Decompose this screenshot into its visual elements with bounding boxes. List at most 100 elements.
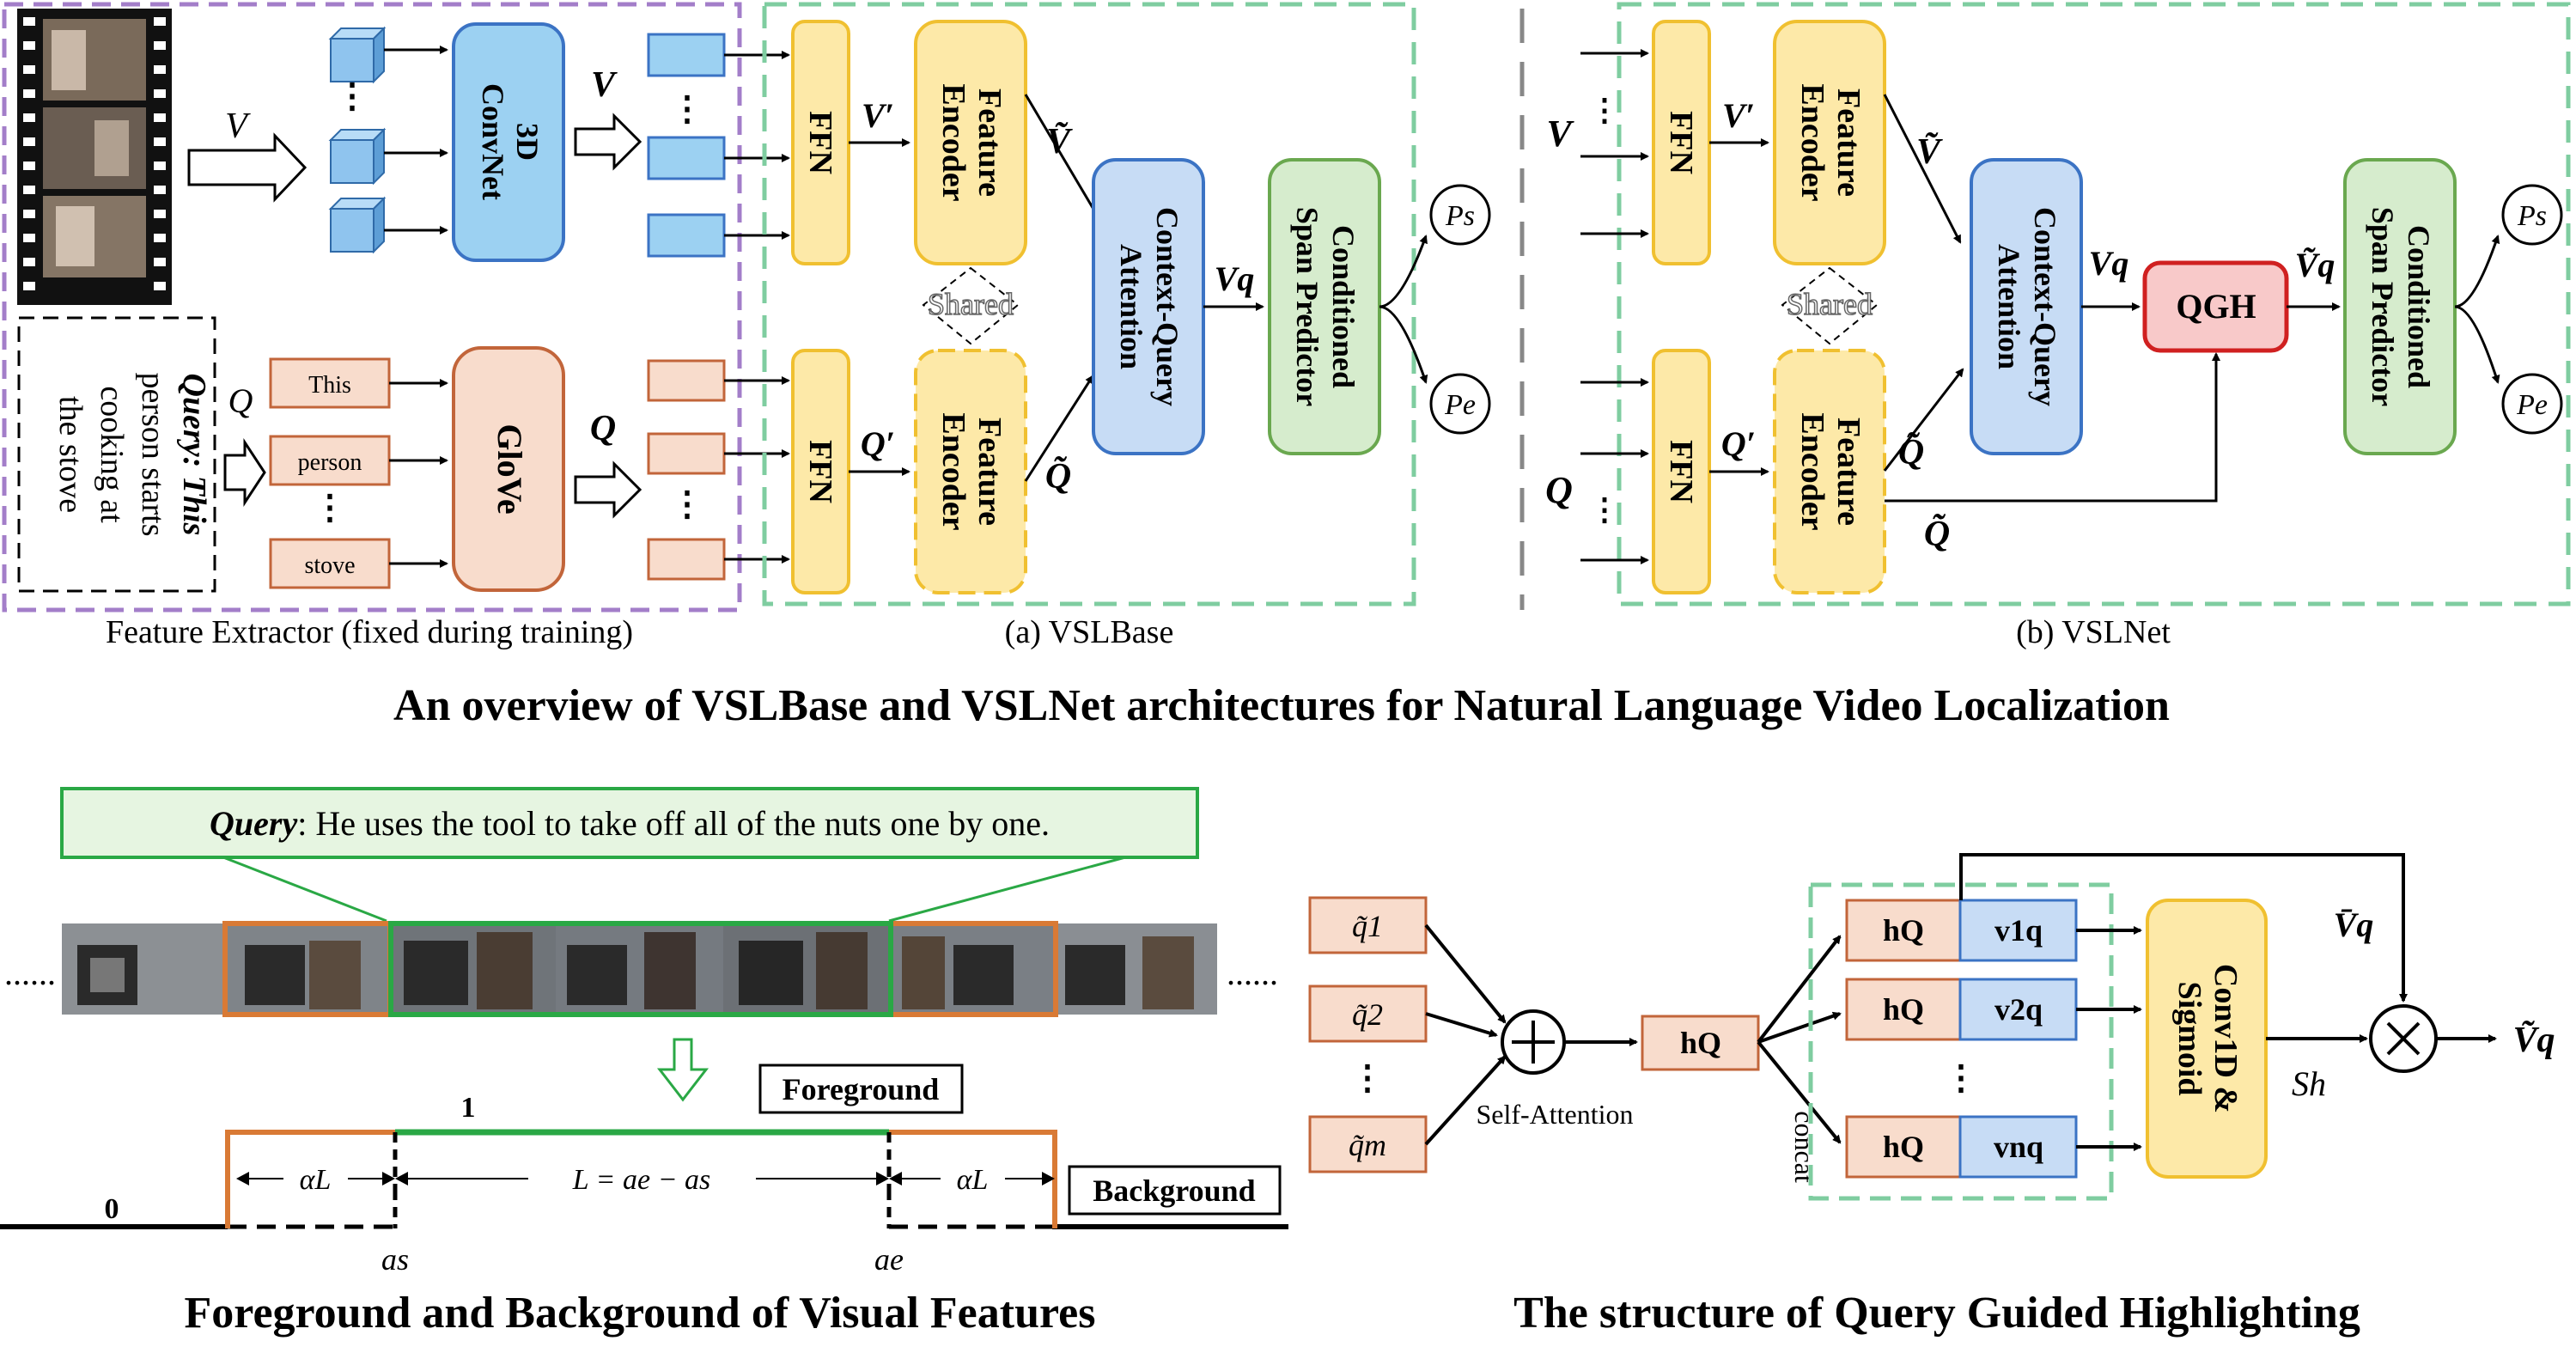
ffn-label: FFN: [1663, 111, 1699, 174]
concat-group: [1808, 882, 2114, 1201]
hollow-arrow-video: [187, 132, 308, 203]
predictor-label-2: Span Predictor: [1290, 207, 1325, 406]
vq-bar-label: V̄q: [2334, 905, 2374, 944]
rows-dots: ⋮: [1944, 1058, 1978, 1097]
vq-row-n: vnq: [1994, 1130, 2043, 1164]
background-label-box: [1068, 1165, 1282, 1216]
concat-label: concat: [1789, 1111, 1820, 1183]
vslnet-q-prime: Q′: [1721, 424, 1756, 463]
background-step-right: [889, 1130, 1057, 1228]
vslnet-ps-label: Ps: [2517, 200, 2547, 232]
q-prime-label: Q′: [861, 424, 895, 463]
plus-circle-icon: [1501, 1009, 1566, 1075]
vslbase-caption: (a) VSLBase: [1005, 614, 1174, 650]
conv-label-2: Sigmoid: [2171, 981, 2208, 1095]
vslnet-shared-label: Shared: [1787, 287, 1873, 321]
level-zero: 0: [105, 1193, 119, 1225]
hq-row-box: [1845, 899, 1962, 962]
output-vq-tilde: Ṽq: [2512, 1021, 2555, 1060]
encoder-label-1: Feature: [971, 418, 1008, 526]
ffn-label: FFN: [1663, 440, 1699, 503]
query-banner-text: Query: He uses the tool to take off all …: [210, 804, 1050, 843]
v-token-box: [647, 33, 726, 77]
hq-row-label: hQ: [1883, 913, 1924, 948]
encoder-label-2: Encoder: [935, 83, 971, 201]
vslnet-vq: Vq: [2089, 244, 2129, 283]
frames-ellipsis-right: ......: [1227, 954, 1278, 992]
extractor-q-out: Q: [590, 409, 616, 448]
q-tilde-box: [1308, 1115, 1428, 1173]
frames-ellipsis-left: ......: [4, 954, 56, 992]
vslnet-v-prime: V′: [1722, 96, 1755, 135]
vslnet-pe-node: [2501, 373, 2563, 435]
word-stove: stove: [304, 552, 355, 579]
q-tilde-dots: ⋮: [1350, 1058, 1385, 1097]
attention-label-1: Context-Query: [2028, 207, 2062, 406]
v-token-dots: ⋮: [670, 89, 704, 128]
predictor-label-1: Conditioned: [1326, 225, 1361, 388]
q-token-box: [647, 359, 726, 402]
foreground-frames: [388, 921, 893, 1017]
extractor-caption: Feature Extractor (fixed during training…: [106, 614, 633, 650]
vq-row-box: [1958, 1115, 2078, 1179]
word-person: person: [298, 449, 362, 476]
q-tilde-2: q̃2: [1352, 997, 1383, 1032]
ps-label: Ps: [1445, 200, 1475, 232]
vslnet-region: [1617, 2, 2571, 606]
vslnet-v-dots: ⋮: [1589, 93, 1620, 127]
encoder-label-2: Encoder: [1794, 83, 1830, 201]
convnet-3d-block: [452, 22, 565, 262]
q-token-dots: ⋮: [670, 485, 704, 523]
length-equation: L = ae − as: [572, 1164, 711, 1196]
attention-label-2: Attention: [1992, 244, 2026, 369]
extractor-q-label: Q: [228, 381, 253, 420]
feature-extractor-region: [2, 2, 742, 613]
encoder-label-2: Encoder: [935, 412, 971, 530]
query-text-box: [17, 316, 216, 593]
v-token-box: [647, 136, 726, 180]
query-line-4: the stove: [52, 396, 88, 513]
v-prime-label: V′: [862, 96, 894, 135]
glove-block: [452, 346, 565, 592]
convnet-label-1: 3D: [510, 123, 545, 161]
q-token-box: [647, 432, 726, 475]
conv-label-1: Conv1D &: [2208, 964, 2244, 1113]
vslnet-encoder-video: [1773, 20, 1886, 265]
vslbase-region: [762, 2, 1416, 606]
ps-output-node: [1429, 184, 1491, 246]
shared-label: Shared: [928, 287, 1014, 321]
vq-row-1: v1q: [1994, 913, 2043, 948]
alpha-l-left: αL: [300, 1164, 332, 1196]
feature-encoder-query: [914, 349, 1027, 594]
vslnet-q-dots: ⋮: [1589, 492, 1620, 527]
extractor-v-out: V: [591, 65, 618, 105]
hq-label: hQ: [1680, 1026, 1721, 1060]
vslnet-v-label: V: [1546, 113, 1574, 155]
vslnet-ps-node: [2501, 184, 2563, 246]
level-one: 1: [461, 1092, 476, 1124]
hollow-arrow-q-out: [574, 460, 642, 519]
start-label: as: [381, 1242, 409, 1277]
sh-label: Sh: [2292, 1064, 2326, 1103]
q-tilde-label: Q̃: [1045, 455, 1071, 497]
video-frames: [62, 923, 1217, 1015]
predictor-label-2: Span Predictor: [2366, 207, 2400, 406]
vq-label: Vq: [1215, 259, 1255, 298]
down-arrow-icon: [656, 1038, 709, 1102]
hq-row-label: hQ: [1883, 1130, 1924, 1164]
word-box: [269, 435, 391, 486]
pe-label: Pe: [1444, 389, 1476, 421]
vslnet-vq-tilde: Ṽq: [2295, 246, 2335, 284]
predictor-label-1: Conditioned: [2402, 225, 2436, 388]
hq-row-box: [1845, 1115, 1962, 1179]
word-box: [269, 357, 391, 409]
vq-row-2: v2q: [1994, 992, 2043, 1027]
encoder-label-2: Encoder: [1794, 412, 1830, 530]
vslnet-pe-label: Pe: [2516, 389, 2548, 421]
word-box: [269, 538, 391, 589]
convnet-label-2: ConvNet: [476, 83, 510, 200]
hq-row-box: [1845, 978, 1962, 1041]
top-title: An overview of VSLBase and VSLNet archit…: [393, 681, 2170, 730]
vslnet-q-tilde-2: Q̃: [1924, 513, 1950, 554]
